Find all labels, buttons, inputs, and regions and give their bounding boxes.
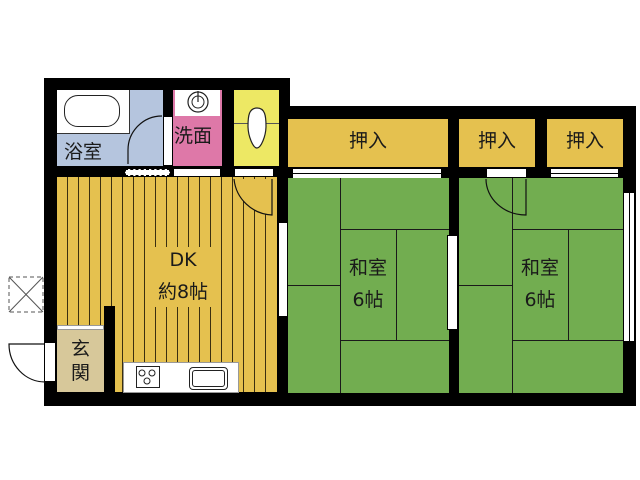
toilet-icon — [247, 107, 267, 149]
bath-door[interactable] — [163, 116, 173, 166]
kitchen-sink-icon — [189, 367, 228, 390]
washitsu-2-label-bg — [513, 254, 567, 314]
washroom-door[interactable] — [173, 168, 221, 177]
closet-1-label: 押入 — [348, 130, 387, 152]
entrance-door[interactable] — [44, 342, 56, 382]
bath-window-sliding[interactable] — [125, 169, 170, 176]
closet-2 — [459, 119, 535, 167]
bath-door-swing-icon — [127, 115, 163, 164]
washitsu-partition-sliding-door[interactable] — [447, 235, 458, 330]
closet-2-label: 押入 — [477, 130, 516, 152]
washitsu-2-label-line2: 6帖 — [524, 289, 556, 311]
bathtub-icon — [64, 95, 120, 127]
dk-label-bg — [146, 247, 220, 307]
closet-3 — [547, 119, 623, 167]
closet-2-door[interactable] — [486, 168, 527, 178]
washitsu-1-label-line1: 和室 — [348, 257, 387, 279]
dk-washitsu-1-sliding-door[interactable] — [278, 222, 288, 317]
washbasin-icon — [187, 91, 209, 113]
closet-1 — [288, 119, 448, 167]
washitsu-1-label-line2: 6帖 — [352, 289, 384, 311]
closet-3-sliding-door[interactable] — [550, 168, 619, 178]
toilet-door-swing-icon — [233, 178, 273, 216]
dk-label-line1: DK — [169, 249, 197, 271]
washitsu-2-window-right[interactable] — [623, 192, 635, 342]
exterior-unit-icon — [8, 276, 44, 313]
washroom-label: 洗面 — [174, 125, 213, 147]
entrance — [57, 330, 104, 392]
entrance-label-line1: 玄 — [70, 338, 90, 360]
entrance-step — [57, 325, 104, 330]
stove-icon — [136, 366, 160, 388]
washitsu-1-label-bg — [341, 254, 395, 314]
dk-label-line2: 約8帖 — [157, 281, 209, 303]
bath-label: 浴室 — [64, 141, 103, 163]
closet-3-label: 押入 — [565, 130, 604, 152]
closet-2-door-swing-icon — [485, 178, 527, 216]
entrance-partition-wall — [104, 306, 115, 394]
entrance-label-line2: 関 — [70, 362, 90, 384]
washitsu-2-label-line1: 和室 — [520, 257, 559, 279]
entrance-door-swing-icon — [8, 343, 46, 383]
toilet-door[interactable] — [234, 168, 274, 177]
